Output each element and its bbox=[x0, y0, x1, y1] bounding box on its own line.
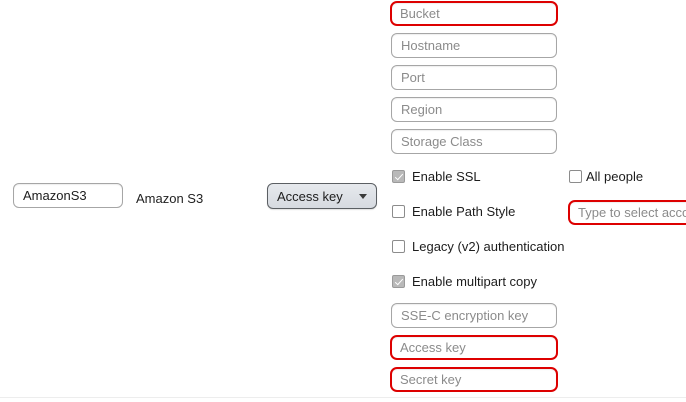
credentials-type-select[interactable]: Access key bbox=[267, 183, 377, 209]
legacy-v2-auth-checkbox-row[interactable]: Legacy (v2) authentication bbox=[392, 238, 564, 254]
enable-ssl-checkbox[interactable] bbox=[392, 169, 405, 183]
secret-key-placeholder: Secret key bbox=[400, 372, 462, 387]
account-select-input[interactable]: Type to select acco bbox=[568, 200, 686, 225]
enable-ssl-checkbox-row[interactable]: Enable SSL bbox=[392, 168, 481, 184]
account-select-placeholder: Type to select acco bbox=[578, 205, 686, 220]
sse-c-encryption-key-input[interactable]: SSE-C encryption key bbox=[391, 303, 557, 328]
profile-name-input[interactable]: AmazonS3 bbox=[13, 183, 123, 208]
access-key-placeholder: Access key bbox=[400, 340, 466, 355]
bucket-placeholder: Bucket bbox=[400, 6, 440, 21]
enable-multipart-copy-checkbox-row[interactable]: Enable multipart copy bbox=[392, 273, 537, 289]
bucket-input[interactable]: Bucket bbox=[390, 1, 558, 26]
all-people-label: All people bbox=[586, 168, 644, 184]
sse-c-encryption-key-placeholder: SSE-C encryption key bbox=[401, 308, 529, 323]
port-placeholder: Port bbox=[401, 70, 425, 85]
region-input[interactable]: Region bbox=[391, 97, 557, 122]
secret-key-input[interactable]: Secret key bbox=[390, 367, 558, 392]
region-placeholder: Region bbox=[401, 102, 443, 117]
credentials-type-value: Access key bbox=[277, 188, 343, 204]
storage-class-placeholder: Storage Class bbox=[401, 134, 483, 149]
panel-bottom-divider bbox=[0, 397, 686, 398]
all-people-checkbox[interactable] bbox=[569, 169, 582, 183]
protocol-label: Amazon S3 bbox=[136, 191, 204, 206]
enable-path-style-label: Enable Path Style bbox=[412, 203, 516, 219]
enable-path-style-checkbox[interactable] bbox=[392, 204, 405, 218]
enable-ssl-label: Enable SSL bbox=[412, 168, 481, 184]
access-key-input[interactable]: Access key bbox=[390, 335, 558, 360]
enable-multipart-copy-label: Enable multipart copy bbox=[412, 273, 538, 289]
legacy-v2-auth-checkbox[interactable] bbox=[392, 239, 405, 253]
legacy-v2-auth-label: Legacy (v2) authentication bbox=[412, 238, 565, 254]
storage-class-input[interactable]: Storage Class bbox=[391, 129, 557, 154]
hostname-input[interactable]: Hostname bbox=[391, 33, 557, 58]
chevron-down-icon bbox=[359, 193, 367, 199]
enable-path-style-checkbox-row[interactable]: Enable Path Style bbox=[392, 203, 515, 219]
port-input[interactable]: Port bbox=[391, 65, 557, 90]
hostname-placeholder: Hostname bbox=[401, 38, 461, 53]
enable-multipart-copy-checkbox[interactable] bbox=[392, 274, 405, 288]
all-people-checkbox-row[interactable]: All people bbox=[569, 168, 643, 184]
profile-name-value: AmazonS3 bbox=[23, 188, 87, 203]
